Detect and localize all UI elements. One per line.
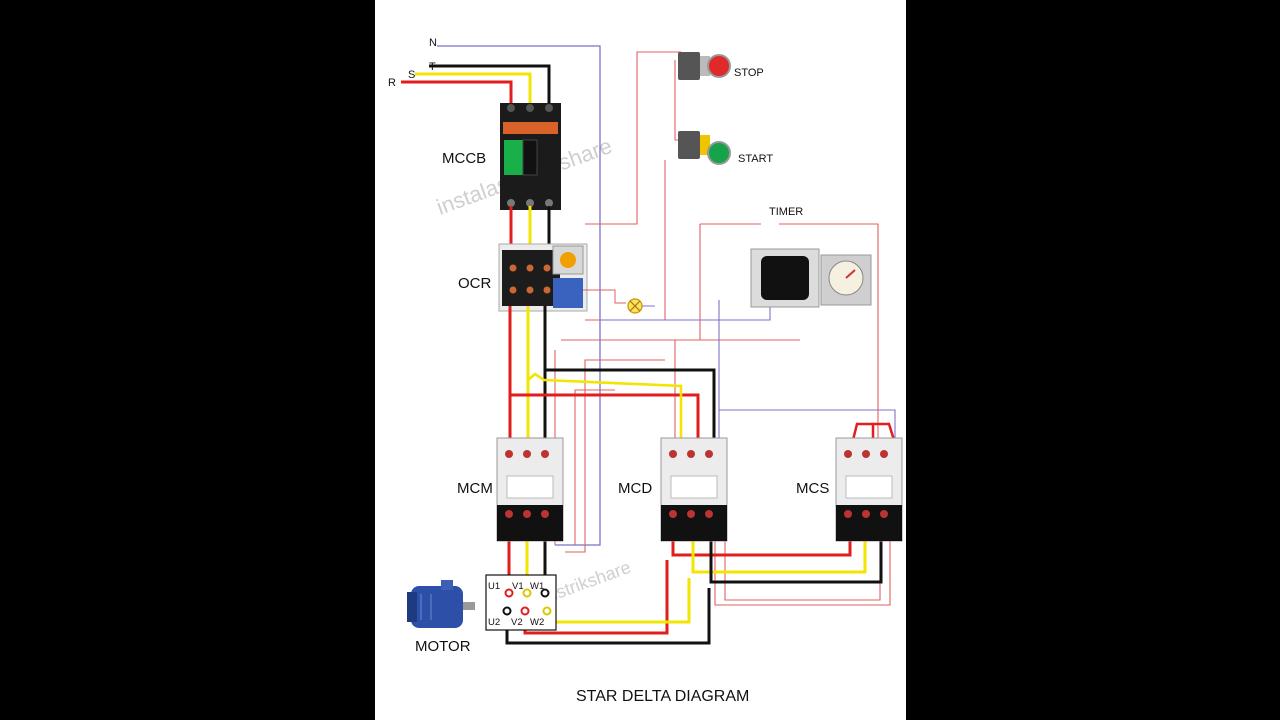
- terminal-v1: V1: [512, 581, 524, 592]
- timer-relay: [750, 248, 872, 308]
- mcm-label: MCM: [457, 480, 493, 497]
- terminal-u2: U2: [488, 617, 500, 628]
- mcs-star-jumper: [851, 422, 896, 441]
- ocr-label: OCR: [458, 275, 492, 292]
- diagram-sheet: instalasilistrikshare istrikshare: [375, 0, 906, 720]
- supply-wires: [401, 45, 601, 546]
- contactor-mcm: [496, 437, 564, 542]
- phase-r-label: R: [388, 77, 396, 89]
- terminal-v2: V2: [511, 617, 523, 628]
- ocr-relay: [498, 243, 588, 312]
- motor-label: MOTOR: [415, 638, 471, 655]
- terminal-w2: W2: [530, 617, 544, 628]
- mccb-label: MCCB: [442, 150, 486, 167]
- diagram-caption: STAR DELTA DIAGRAM: [576, 688, 749, 705]
- motor-picture: [407, 580, 475, 628]
- control-wires: [554, 51, 896, 606]
- start-button: [678, 131, 731, 165]
- phase-s-wire: [415, 72, 532, 106]
- motor-terminal-box: [485, 574, 557, 631]
- indicator-lamp: [583, 289, 655, 314]
- watermark-bottom: istrikshare: [550, 557, 634, 604]
- mcs-label: MCS: [796, 480, 829, 497]
- stop-button: [678, 52, 731, 80]
- mccb-breaker: [500, 103, 561, 210]
- mcd-label: MCD: [618, 480, 652, 497]
- neutral-wire: [437, 45, 601, 546]
- timer-label: TIMER: [769, 206, 803, 218]
- phase-t-wire: [429, 64, 551, 106]
- phase-t-label: T: [429, 61, 436, 73]
- contactor-mcd: [660, 437, 728, 542]
- contactor-mcs: [835, 437, 903, 542]
- phase-r-wire: [401, 80, 513, 106]
- start-label: START: [738, 153, 773, 165]
- terminal-u1: U1: [488, 581, 500, 592]
- star-delta-diagram: instalasilistrikshare istrikshare: [388, 37, 903, 705]
- phase-s-label: S: [408, 69, 415, 81]
- stop-label: STOP: [734, 67, 764, 79]
- terminal-w1: W1: [530, 581, 544, 592]
- phase-n-label: N: [429, 37, 437, 49]
